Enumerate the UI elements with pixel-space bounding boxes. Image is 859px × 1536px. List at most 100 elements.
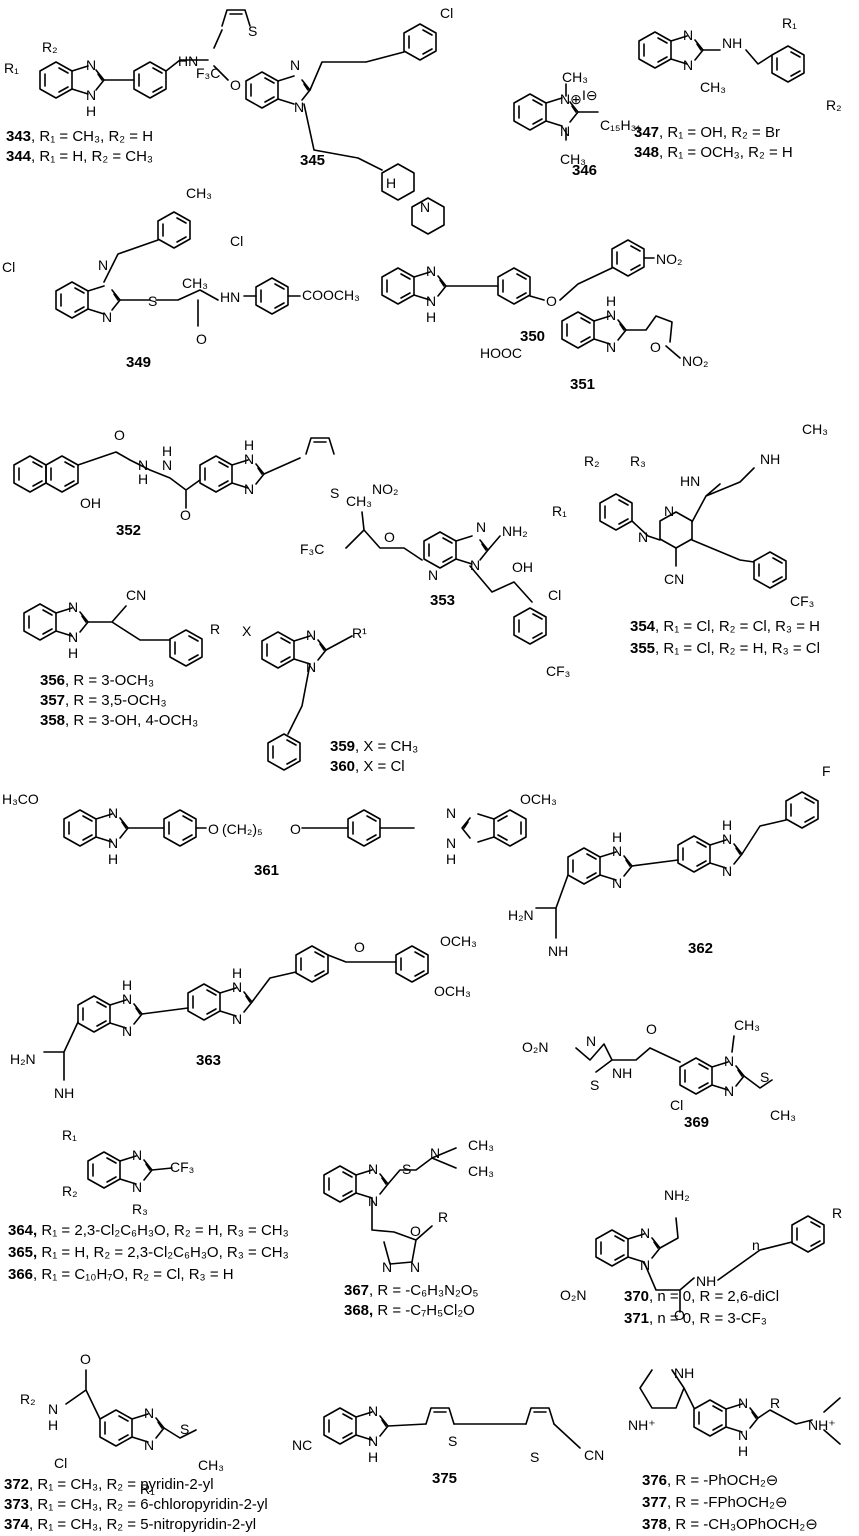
atom-N: N bbox=[122, 1023, 132, 1039]
atom-CH3: CH₃ bbox=[468, 1163, 494, 1179]
atom-NH: NH bbox=[54, 1085, 74, 1101]
atom-H: H bbox=[68, 645, 78, 661]
atom-N: N bbox=[108, 835, 118, 851]
atom-H2N: H₂N bbox=[508, 907, 534, 923]
structure-363: O OCH₃ OCH₃ N H N N H N H₂N NH bbox=[10, 933, 477, 1101]
atom-H: H bbox=[108, 851, 118, 867]
atom-N: N bbox=[638, 529, 648, 545]
atom-N: N bbox=[122, 991, 132, 1007]
caption-363: 363 bbox=[196, 1052, 222, 1069]
atom-NHplus: NH⁺ bbox=[808, 1417, 836, 1433]
atom-HN: HN bbox=[680, 473, 700, 489]
atom-R2: R₂ bbox=[42, 39, 58, 55]
atom-N: N bbox=[86, 57, 96, 73]
structure-376-378: NH NH⁺ N R N H NH⁺ bbox=[628, 1365, 841, 1459]
atom-R: R bbox=[770, 1395, 780, 1411]
atom-F: F bbox=[822, 763, 831, 779]
structure-345: Cl F₃C N N H N bbox=[196, 5, 453, 235]
structure-354-355: R₂ R₃ R₁ N N HN NH CH₃ CN CF₃ bbox=[552, 421, 828, 609]
atom-H: H bbox=[162, 443, 172, 459]
caption-367: 367, R = -C₆H₃N₂O₅ bbox=[344, 1282, 479, 1299]
atom-NO2: NO₂ bbox=[372, 481, 398, 497]
atom-N: N bbox=[132, 1147, 142, 1163]
atom-N: N bbox=[722, 863, 732, 879]
atom-N: N bbox=[132, 1179, 142, 1195]
atom-N: N bbox=[738, 1395, 748, 1411]
structure-369: N O₂N S NH O N CH₃ N S CH₃ Cl bbox=[522, 1017, 796, 1123]
atom-N: N bbox=[68, 629, 78, 645]
caption-365: 365, R₁ = H, R₂ = 2,3-Cl₂C₆H₃O, R₃ = CH₃ bbox=[8, 1244, 289, 1261]
structure-375: N N H NC S S CN bbox=[292, 1403, 604, 1465]
atom-CH3: CH₃ bbox=[182, 275, 208, 291]
structure-351: N H N HOOC O NO₂ bbox=[480, 293, 708, 369]
atom-R1: R₁ bbox=[552, 503, 567, 519]
caption-352: 352 bbox=[116, 522, 142, 539]
atom-NO2: NO₂ bbox=[682, 353, 708, 369]
atom-O: O bbox=[650, 339, 661, 355]
caption-343: 343, R₁ = CH₃, R₂ = H bbox=[6, 128, 154, 145]
atom-N: N bbox=[560, 123, 570, 139]
atom-R1: R₁ bbox=[140, 1481, 155, 1497]
atom-N: N bbox=[470, 557, 480, 573]
atom-H: H bbox=[138, 471, 148, 487]
atom-NH: NH bbox=[760, 451, 780, 467]
caption-346: 346 bbox=[572, 162, 598, 179]
atom-CH3: CH₃ bbox=[198, 1457, 224, 1473]
caption-350: 350 bbox=[520, 328, 546, 345]
atom-H: H bbox=[606, 293, 616, 309]
atom-R1: R₁ bbox=[782, 15, 797, 31]
atom-N: N bbox=[232, 979, 242, 995]
structure-347-348: N NH N CH₃ R₁ R₂ bbox=[638, 15, 842, 113]
atom-NH2: NH₂ bbox=[502, 523, 528, 539]
structure-361: H₃CO N N H O (CH₂)₅ O N N H OCH₃ bbox=[2, 791, 557, 867]
atom-N: N bbox=[244, 481, 254, 497]
atom-HN: HN bbox=[178, 53, 198, 69]
atom-S: S bbox=[530, 1449, 539, 1465]
atom-CF3: CF₃ bbox=[790, 593, 814, 609]
atom-N: N bbox=[48, 1401, 58, 1417]
structure-359-360: X N R¹ N bbox=[242, 623, 367, 771]
atom-R3: R₃ bbox=[132, 1201, 148, 1217]
atom-O: O bbox=[646, 1021, 657, 1037]
atom-Cl: Cl bbox=[670, 1097, 683, 1113]
atom-C15H31: C₁₅H₃₁ bbox=[600, 117, 641, 133]
atom-X: X bbox=[242, 623, 252, 639]
atom-CH3: CH₃ bbox=[770, 1107, 796, 1123]
caption-373: 373, R₁ = CH₃, R₂ = 6-chloropyridin-2-yl bbox=[4, 1496, 268, 1513]
atom-N: N bbox=[606, 339, 616, 355]
atom-N: N bbox=[683, 57, 693, 73]
atom-H: H bbox=[386, 175, 396, 191]
atom-N: N bbox=[722, 831, 732, 847]
atom-N: N bbox=[724, 1053, 734, 1069]
caption-357: 357, R = 3,5-OCH₃ bbox=[40, 692, 167, 709]
caption-348: 348, R₁ = OCH₃, R₂ = H bbox=[634, 144, 793, 161]
atom-O: O bbox=[180, 507, 191, 523]
atom-CH3: CH₃ bbox=[734, 1017, 760, 1033]
atom-OH: OH bbox=[512, 559, 533, 575]
atom-COOCH3: COOCH₃ bbox=[302, 287, 360, 303]
atom-O: O bbox=[208, 821, 219, 837]
atom-N: N bbox=[640, 1257, 650, 1273]
atom-N: N bbox=[138, 457, 148, 473]
atom-CH3: CH₃ bbox=[700, 79, 726, 95]
atom-F3C: F₃C bbox=[300, 541, 324, 557]
atom-CH3: CH₃ bbox=[802, 421, 828, 437]
atom-O: O bbox=[354, 939, 365, 955]
structure-353: CH₃ F₃C O N N NH₂ N OH Cl CF₃ bbox=[300, 493, 570, 679]
atom-N: N bbox=[306, 659, 316, 675]
atom-O: O bbox=[114, 427, 125, 443]
atom-O: O bbox=[80, 1351, 91, 1367]
caption-359: 359, X = CH₃ bbox=[330, 738, 419, 755]
structure-346: N⊕ I⊖ CH₃ C₁₅H₃₁ N CH₃ bbox=[513, 69, 641, 167]
caption-371: 371, n = 0, R = 3-CF₃ bbox=[624, 1310, 767, 1327]
atom-N: N bbox=[612, 875, 622, 891]
atom-R2: R₂ bbox=[20, 1391, 36, 1407]
caption-375: 375 bbox=[432, 1470, 458, 1487]
atom-S: S bbox=[448, 1433, 457, 1449]
atom-H: H bbox=[122, 977, 132, 993]
structure-367-368: N S N CH₃ CH₃ N O R N N bbox=[323, 1137, 494, 1275]
caption-351: 351 bbox=[570, 376, 596, 393]
caption-355: 355, R₁ = Cl, R₂ = H, R₃ = Cl bbox=[630, 640, 820, 657]
atom-R2: R₂ bbox=[62, 1183, 78, 1199]
